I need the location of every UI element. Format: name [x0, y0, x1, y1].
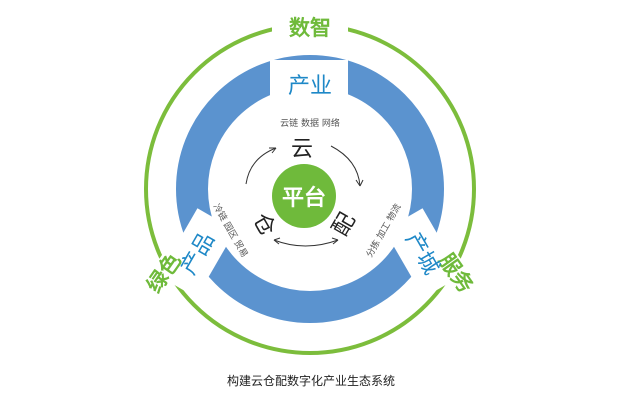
caption: 构建云仓配数字化产业生态系统	[226, 374, 395, 388]
center-circle	[272, 164, 336, 228]
center-label: 平台	[282, 185, 326, 211]
outer-gap-left	[132, 234, 196, 312]
outer-gap-top	[272, 15, 348, 39]
arrow-left-top	[245, 147, 277, 185]
outer-label-top: 数智	[289, 16, 331, 40]
ring-gap-top	[270, 60, 348, 106]
node-top: 云	[291, 137, 313, 162]
ring-gap-left	[158, 208, 236, 298]
arrow-bottom	[273, 239, 339, 247]
ring-gap-right	[384, 208, 462, 298]
arrowhead-bottom-left	[273, 237, 281, 245]
subtitle-top: 云链 数据 网络	[280, 117, 340, 129]
arrowhead-top-right	[355, 179, 364, 187]
arrowhead-bottom-right	[331, 237, 339, 245]
ring-label-top: 产业	[288, 74, 332, 99]
node-right: 配	[328, 209, 361, 241]
arrow-top-right	[330, 145, 361, 187]
arrowhead-left-top	[269, 147, 277, 154]
outer-gap-right	[424, 234, 488, 312]
node-left: 仓	[247, 209, 280, 241]
